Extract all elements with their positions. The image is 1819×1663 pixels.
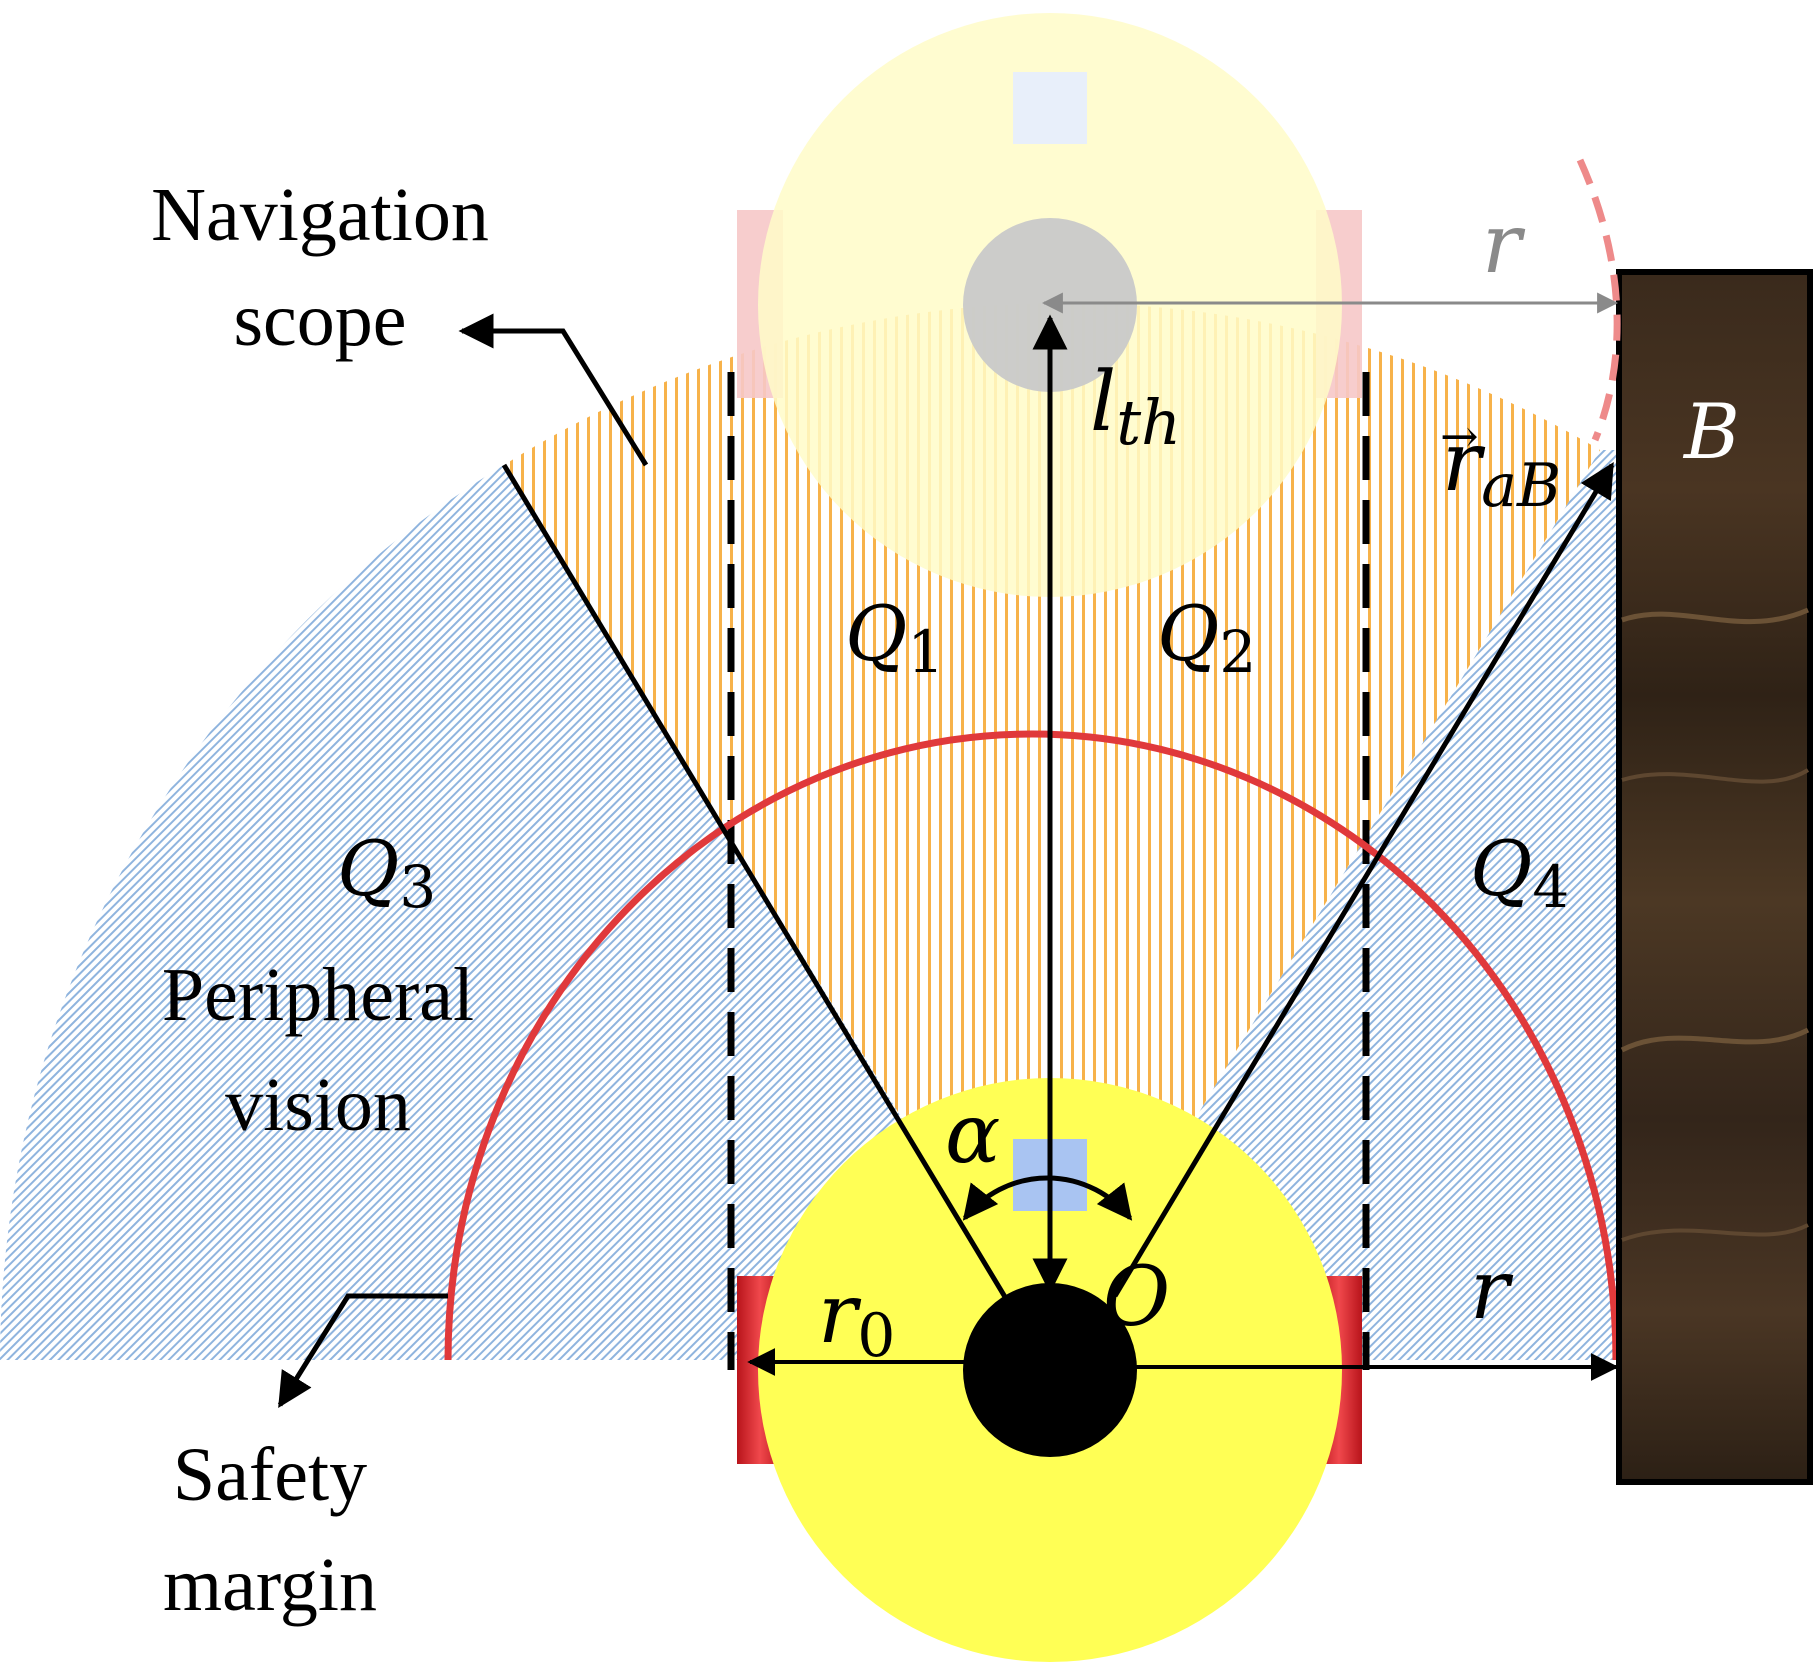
vec-r-label: raB xyxy=(1442,415,1561,521)
r-right-label: r xyxy=(1470,1243,1514,1338)
r-top-label: r xyxy=(1482,197,1526,292)
vec-r-arrow-glyph: → xyxy=(1440,409,1479,463)
obstacle-b xyxy=(1616,269,1813,1485)
navigation-label-line1: Navigation xyxy=(151,173,489,257)
fov-line-right xyxy=(1112,461,1615,1298)
safety-label-line2: margin xyxy=(163,1543,377,1627)
safety-label-line1: Safety xyxy=(173,1433,367,1517)
navigation-label-line2: scope xyxy=(233,278,406,362)
obstacle-wood-grain-2 xyxy=(1621,768,1810,784)
q3-label: Q3 xyxy=(337,824,436,921)
obstacle-wood-grain-1 xyxy=(1621,607,1810,625)
navigation-scope-leader xyxy=(458,313,649,467)
q1-label: Q1 xyxy=(845,589,944,686)
origin-label: O xyxy=(1103,1250,1170,1345)
peripheral-label-line1: Peripheral xyxy=(162,953,474,1037)
alpha-label: α xyxy=(945,1087,1000,1182)
ghost-sensor xyxy=(1013,72,1087,144)
q4-label: Q4 xyxy=(1470,824,1569,921)
obstacle-wood-grain-4 xyxy=(1621,1223,1809,1242)
obstacle-label: B xyxy=(1682,387,1740,476)
alpha-arc xyxy=(962,1175,1133,1221)
safety-margin-arc xyxy=(444,730,1620,1361)
l-th-label: lth xyxy=(1090,355,1181,459)
fov-line-left xyxy=(501,463,1052,1372)
r0-label: r0 xyxy=(818,1267,895,1371)
agent-center xyxy=(963,1283,1137,1457)
peripheral-label-line2: vision xyxy=(225,1063,411,1147)
safety-margin-leader xyxy=(277,1293,448,1408)
detection-range-arc xyxy=(1576,158,1621,442)
obstacle-wood-grain-3 xyxy=(1620,1027,1810,1053)
q2-label: Q2 xyxy=(1157,589,1256,686)
peripheral-vision-region xyxy=(0,465,1049,1360)
